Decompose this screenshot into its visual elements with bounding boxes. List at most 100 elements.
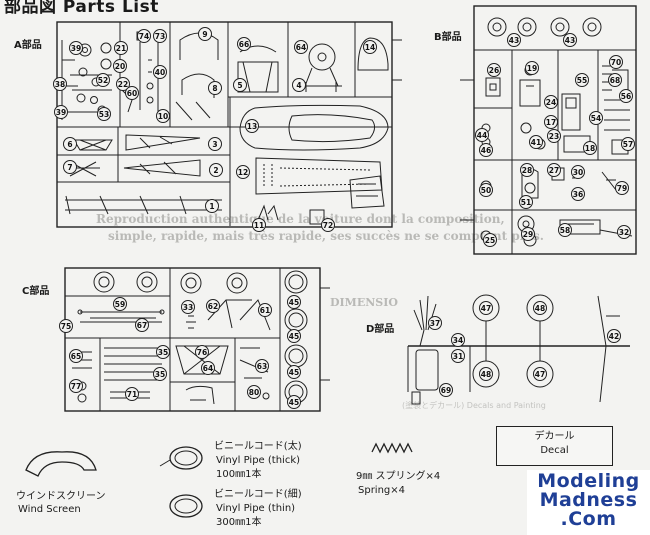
- part-number-label: 45: [289, 398, 299, 407]
- part-number-badge: [544, 95, 558, 109]
- part-number-badge: [114, 41, 128, 55]
- part-number-label: 46: [481, 146, 491, 155]
- part-number-label: 44: [477, 131, 487, 140]
- part-number-label: 4: [296, 81, 301, 90]
- part-number-badge: [544, 115, 558, 129]
- vinyl-thin-label-en: Vinyl Pipe (thin): [216, 503, 296, 514]
- part-number-badge: [137, 29, 151, 43]
- part-number-label: 13: [247, 122, 257, 131]
- part-number-label: 31: [453, 352, 463, 361]
- part-number-badge: [181, 300, 195, 314]
- part-number-label: 47: [535, 370, 545, 379]
- part-number-label: 33: [183, 303, 193, 312]
- part-number-label: 42: [609, 332, 619, 341]
- part-number-label: 62: [208, 302, 218, 311]
- part-number-label: 30: [573, 168, 583, 177]
- part-number-badge: [571, 187, 585, 201]
- windscreen-label-en: Wind Screen: [18, 504, 81, 515]
- part-number-label: 76: [197, 348, 207, 357]
- windscreen-label-jp: ウインドスクリーン: [16, 491, 106, 502]
- part-number-label: 45: [289, 368, 299, 377]
- part-number-label: 45: [289, 298, 299, 307]
- part-number-label: 67: [137, 321, 147, 330]
- part-number-badge: [521, 227, 535, 241]
- part-number-badge: [533, 367, 547, 381]
- part-number-label: 47: [481, 304, 491, 313]
- part-number-badge: [479, 183, 493, 197]
- part-number-label: 10: [158, 112, 168, 121]
- modeling-madness-logo: Modeling Madness .Com: [527, 470, 650, 535]
- part-number-badge: [209, 163, 223, 177]
- part-number-badge: [483, 233, 497, 247]
- sprue-d-label: D部品: [366, 324, 395, 335]
- part-number-label: 48: [535, 304, 545, 313]
- decal-label-en: Decal: [540, 445, 569, 456]
- part-number-badge: [198, 27, 212, 41]
- logo-line-3: .Com: [560, 508, 617, 530]
- part-number-badge: [619, 89, 633, 103]
- part-number-badge: [208, 81, 222, 95]
- part-number-badge: [609, 55, 623, 69]
- part-number-badge: [475, 128, 489, 142]
- part-number-badge: [451, 349, 465, 363]
- part-number-badge: [53, 77, 67, 91]
- part-number-badge: [287, 395, 301, 409]
- part-number-label: 56: [621, 92, 631, 101]
- part-number-label: 19: [527, 64, 537, 73]
- legend-art: [25, 442, 413, 518]
- part-number-label: 55: [577, 76, 587, 85]
- part-number-badge: [583, 141, 597, 155]
- part-number-badge: [69, 349, 83, 363]
- logo-line-2: Madness: [539, 489, 638, 511]
- part-number-label: 5: [237, 81, 242, 90]
- part-number-label: 20: [115, 62, 125, 71]
- part-number-label: 71: [127, 390, 137, 399]
- decal-box: デカール Decal: [496, 426, 613, 466]
- part-number-label: 51: [521, 198, 531, 207]
- spring-label-jp: 9㎜ スプリング×4: [356, 471, 441, 482]
- part-number-label: 14: [365, 43, 375, 52]
- part-number-badge: [287, 365, 301, 379]
- vinyl-thick-qty: 100㎜1本: [216, 469, 262, 480]
- part-number-badge: [96, 73, 110, 87]
- part-number-badge: [287, 329, 301, 343]
- part-number-badge: [156, 345, 170, 359]
- part-number-badge: [294, 40, 308, 54]
- part-number-label: 29: [523, 230, 533, 239]
- part-number-badge: [135, 318, 149, 332]
- part-number-badge: [563, 33, 577, 47]
- part-number-badge: [195, 345, 209, 359]
- part-number-badge: [439, 383, 453, 397]
- part-number-badge: [206, 299, 220, 313]
- part-number-badge: [236, 165, 250, 179]
- part-number-badge: [589, 111, 603, 125]
- part-number-label: 38: [55, 80, 65, 89]
- part-number-badge: [153, 65, 167, 79]
- background-text-dimension: DIMENSIO: [330, 296, 398, 309]
- part-number-badge: [247, 385, 261, 399]
- part-number-badge: [59, 319, 73, 333]
- part-number-label: 50: [481, 186, 491, 195]
- part-number-badge: [571, 165, 585, 179]
- part-number-badge: [547, 163, 561, 177]
- spring-label-en: Spring×4: [358, 485, 406, 496]
- part-number-badge: [201, 361, 215, 375]
- part-number-badge: [54, 105, 68, 119]
- part-number-badge: [519, 195, 533, 209]
- part-number-label: 39: [71, 44, 81, 53]
- part-number-label: 61: [260, 306, 270, 315]
- part-number-label: 64: [203, 364, 213, 373]
- part-number-label: 11: [254, 221, 264, 230]
- part-number-label: 39: [56, 108, 66, 117]
- page-title: 部品図 Parts List: [4, 0, 159, 17]
- part-number-badge: [255, 359, 269, 373]
- part-number-badge: [363, 40, 377, 54]
- part-number-label: 43: [509, 36, 519, 45]
- vinyl-thick-label-jp: ビニールコード(太): [214, 441, 302, 452]
- part-number-label: 59: [115, 300, 125, 309]
- part-number-badge: [533, 301, 547, 315]
- part-number-badge: [479, 367, 493, 381]
- part-number-label: 48: [481, 370, 491, 379]
- part-number-label: 74: [139, 32, 149, 41]
- part-number-label: 41: [531, 138, 541, 147]
